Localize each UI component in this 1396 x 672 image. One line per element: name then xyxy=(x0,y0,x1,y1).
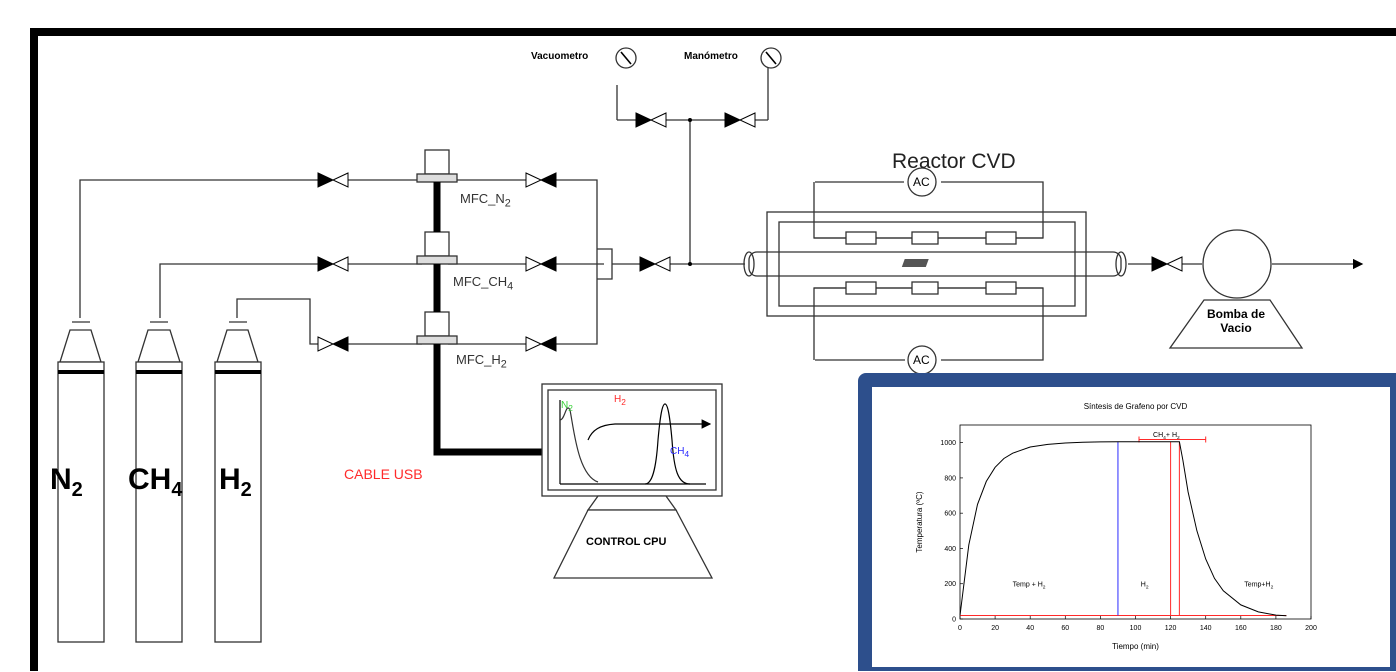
x-tick-label-60: 60 xyxy=(1061,625,1069,632)
y-tick-label-400: 400 xyxy=(944,546,956,553)
power-bottom-label: AC xyxy=(913,353,930,367)
cvd-system-diagram xyxy=(57,47,1364,643)
x-tick-label-200: 200 xyxy=(1305,625,1317,632)
chart-panel-inner: Síntesis de Grafeno por CVD Tiempo (min) T… xyxy=(872,387,1390,667)
mfc-ch4-label: MFC_CH4 xyxy=(453,274,514,293)
vacuum-gauge-label: Vacuometro xyxy=(531,51,589,62)
x-tick-label-140: 140 xyxy=(1200,625,1212,632)
x-tick-label-80: 80 xyxy=(1097,625,1105,632)
chart-plot-area xyxy=(959,424,1312,620)
y-tick-label-600: 600 xyxy=(944,511,956,518)
vacuum-pump-icon xyxy=(1202,229,1272,299)
pressure-gauge-label: Manómetro xyxy=(684,51,738,62)
cylinder-n2-label: N2 xyxy=(50,463,83,501)
cylinder-h2-label: H2 xyxy=(219,463,252,501)
x-tick-label-0: 0 xyxy=(958,625,962,632)
chart-annotation-3: CH4+ H2 xyxy=(1153,432,1180,441)
x-tick-label-100: 100 xyxy=(1130,625,1142,632)
monitor-h2-label: H2 xyxy=(614,394,626,407)
x-tick-label-180: 180 xyxy=(1270,625,1282,632)
chart-x-label: Tiempo (min) xyxy=(1112,642,1159,651)
power-top-label: AC xyxy=(913,175,930,189)
y-tick-label-800: 800 xyxy=(944,475,956,482)
monitor-n2-label: N2 xyxy=(561,400,573,413)
x-tick-label-120: 120 xyxy=(1165,625,1177,632)
chart-annotation-2: Temp+H2 xyxy=(1244,582,1273,591)
power-top-icon xyxy=(907,167,937,197)
usb-cable-label: CABLE USB xyxy=(344,466,423,482)
x-tick-label-20: 20 xyxy=(991,625,999,632)
diagram-frame: Vacuometro Manómetro Reactor CVD AC AC M… xyxy=(30,28,1396,671)
y-tick-label-200: 200 xyxy=(944,581,956,588)
mfc-n2-label: MFC_N2 xyxy=(460,191,511,210)
diagram-canvas: Vacuometro Manómetro Reactor CVD AC AC M… xyxy=(38,36,1396,671)
x-tick-label-160: 160 xyxy=(1235,625,1247,632)
y-tick-label-0: 0 xyxy=(952,617,956,624)
reactor-title: Reactor CVD xyxy=(892,150,1016,173)
monitor-ch4-label: CH4 xyxy=(670,446,690,459)
y-tick-label-1000: 1000 xyxy=(940,440,956,447)
chart-title: Síntesis de Grafeno por CVD xyxy=(1084,402,1188,411)
mfc-h2-label: MFC_H2 xyxy=(456,352,507,371)
chart-annotation-1: H2 xyxy=(1141,582,1149,591)
chart-panel: Síntesis de Grafeno por CVD Tiempo (min) T… xyxy=(858,373,1396,671)
chart-annotation-0: Temp + H2 xyxy=(1013,582,1046,591)
chart-series-line-0 xyxy=(959,441,1287,617)
cylinder-ch4-label: CH4 xyxy=(128,463,183,501)
x-tick-label-40: 40 xyxy=(1026,625,1034,632)
chart-y-label: Temperatura (ºC) xyxy=(915,491,924,552)
control-cpu-label: CONTROL CPU xyxy=(586,536,667,548)
temperature-chart: Síntesis de Grafeno por CVD Tiempo (min) T… xyxy=(915,402,1317,651)
